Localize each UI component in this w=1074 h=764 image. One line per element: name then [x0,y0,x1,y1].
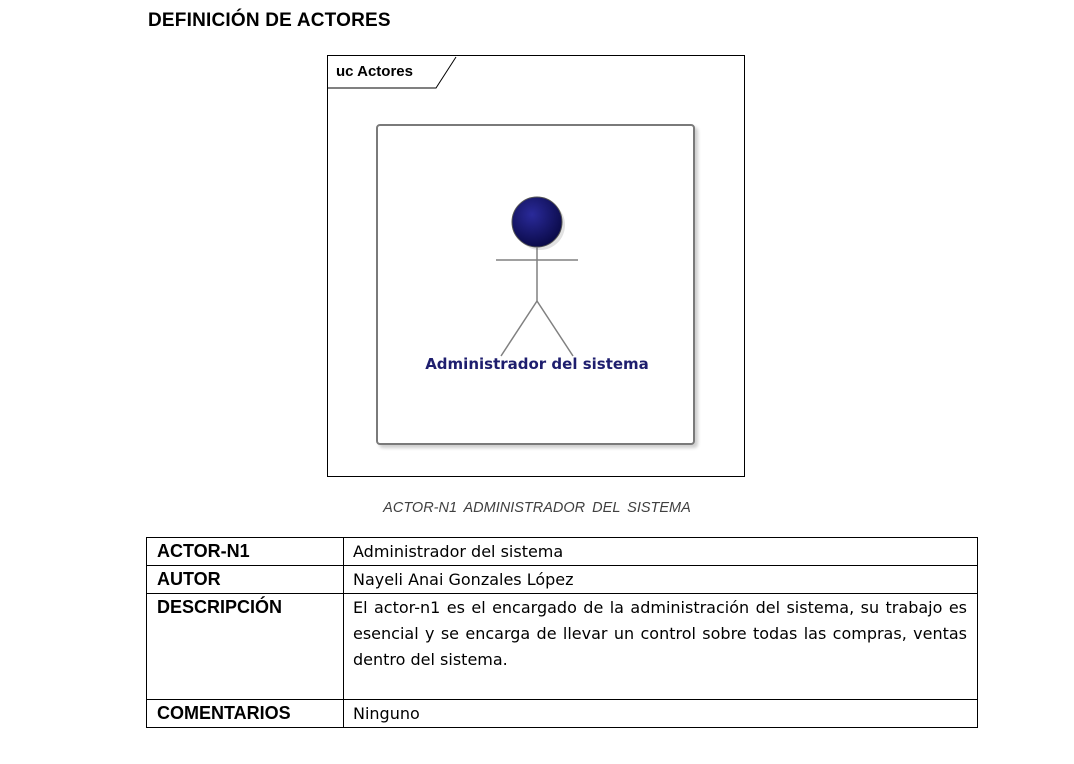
figure-caption: ACTOR-N1 ADMINISTRADOR DEL SISTEMA [383,500,691,516]
table-key: ACTOR-N1 [146,537,344,566]
page-title: DEFINICIÓN DE ACTORES [148,10,391,31]
actor-figure [496,196,578,357]
frame-tab-shape [328,56,457,89]
use-case-diagram-frame: uc Actores Administrador del sistema [327,55,745,477]
table-row: COMENTARIOS Ninguno [146,699,978,728]
system-boundary [376,124,695,445]
table-row: AUTOR Nayeli Anai Gonzales López [146,565,978,594]
table-value: Administrador del sistema [343,537,978,566]
actor-label: Administrador del sistema [425,355,649,373]
actor-head [511,196,563,248]
table-value: El actor-n1 es el encargado de la admini… [343,593,978,700]
table-row: ACTOR-N1 Administrador del sistema [146,537,978,566]
table-value: Nayeli Anai Gonzales López [343,565,978,594]
actor-definition-table: ACTOR-N1 Administrador del sistema AUTOR… [146,537,978,728]
actor-right-leg [536,300,574,357]
table-key: AUTOR [146,565,344,594]
actor-left-leg [500,300,538,357]
table-key: COMENTARIOS [146,699,344,728]
table-value: Ninguno [343,699,978,728]
table-key: DESCRIPCIÓN [146,593,344,700]
frame-label: uc Actores [336,63,413,80]
table-row: DESCRIPCIÓN El actor-n1 es el encargado … [146,593,978,700]
